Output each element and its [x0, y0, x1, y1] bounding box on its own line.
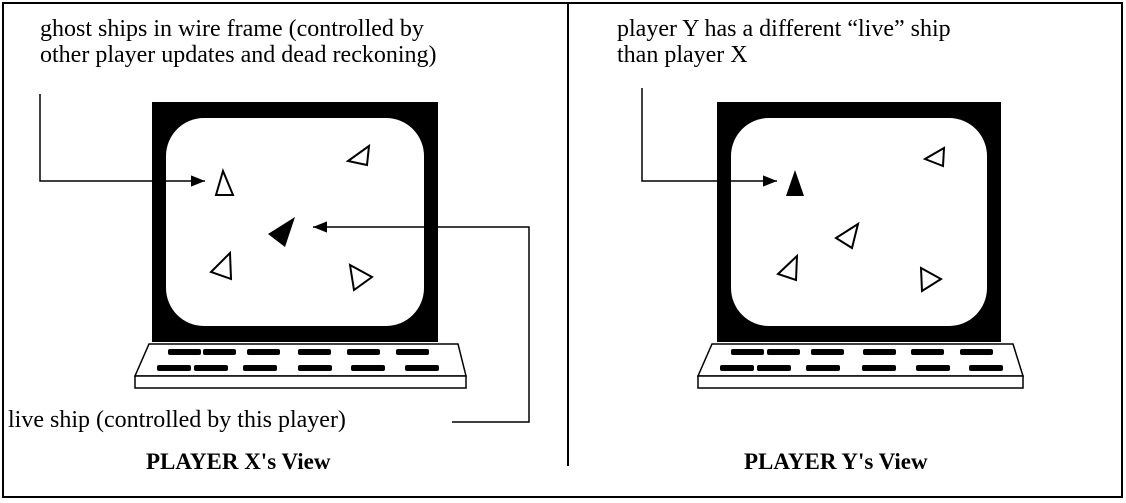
ghost-ship-icon: [345, 143, 371, 167]
player-y-annotation-line-2: than player X: [617, 42, 748, 68]
ghost-ship-icon: [209, 250, 233, 281]
key: [396, 349, 429, 355]
keyboard-base: [697, 375, 1024, 389]
keyboard-top: [133, 343, 467, 377]
ghost-ship-icon: [922, 146, 946, 168]
keyboard-left: [133, 343, 467, 389]
key: [969, 365, 1003, 371]
key: [405, 365, 439, 371]
key: [767, 349, 800, 355]
ghost-ship-arrow: [39, 94, 205, 187]
monitor-right: [717, 102, 1001, 342]
key: [863, 349, 896, 355]
live-ship-arrow: [313, 221, 530, 423]
monitor-screen: [166, 118, 424, 326]
ghost-ships-annotation-line-1: ghost ships in wire frame (controlled by: [40, 16, 424, 42]
live-ship-label: live ship (controlled by this player): [8, 407, 346, 433]
live-ship-icon: [786, 170, 804, 196]
key: [247, 349, 280, 355]
key: [203, 349, 236, 355]
ghost-ship-icon: [214, 168, 235, 196]
key: [916, 365, 950, 371]
key: [298, 349, 331, 355]
live-ship-arrow: [641, 88, 777, 187]
key: [811, 349, 844, 355]
key: [168, 349, 201, 355]
key: [347, 349, 380, 355]
key: [757, 365, 791, 371]
key: [806, 365, 840, 371]
player-y-annotation-line-1: player Y has a different “live” ship: [617, 16, 951, 42]
ghost-ships-annotation-line-2: other player updates and dead reckoning): [40, 42, 437, 68]
ghost-ship-icon: [348, 263, 374, 292]
ghost-ship-icon: [776, 253, 799, 282]
key: [960, 349, 993, 355]
key: [351, 365, 385, 371]
key: [157, 365, 191, 371]
key: [720, 365, 754, 371]
key: [911, 349, 944, 355]
monitor-left: [152, 102, 438, 342]
player-x-caption: PLAYER X's View: [146, 449, 331, 474]
ghost-ship-icon: [919, 266, 943, 293]
ghost-ship-icon: [834, 221, 860, 250]
keyboard-base: [134, 375, 467, 389]
key: [243, 365, 277, 371]
monitor-screen: [731, 118, 987, 326]
live-ship-icon: [268, 217, 295, 247]
key: [298, 365, 332, 371]
key: [862, 365, 896, 371]
player-y-caption: PLAYER Y's View: [744, 449, 928, 474]
key: [194, 365, 228, 371]
keyboard-right: [696, 343, 1025, 389]
key: [731, 349, 764, 355]
keyboard-top: [696, 343, 1025, 377]
